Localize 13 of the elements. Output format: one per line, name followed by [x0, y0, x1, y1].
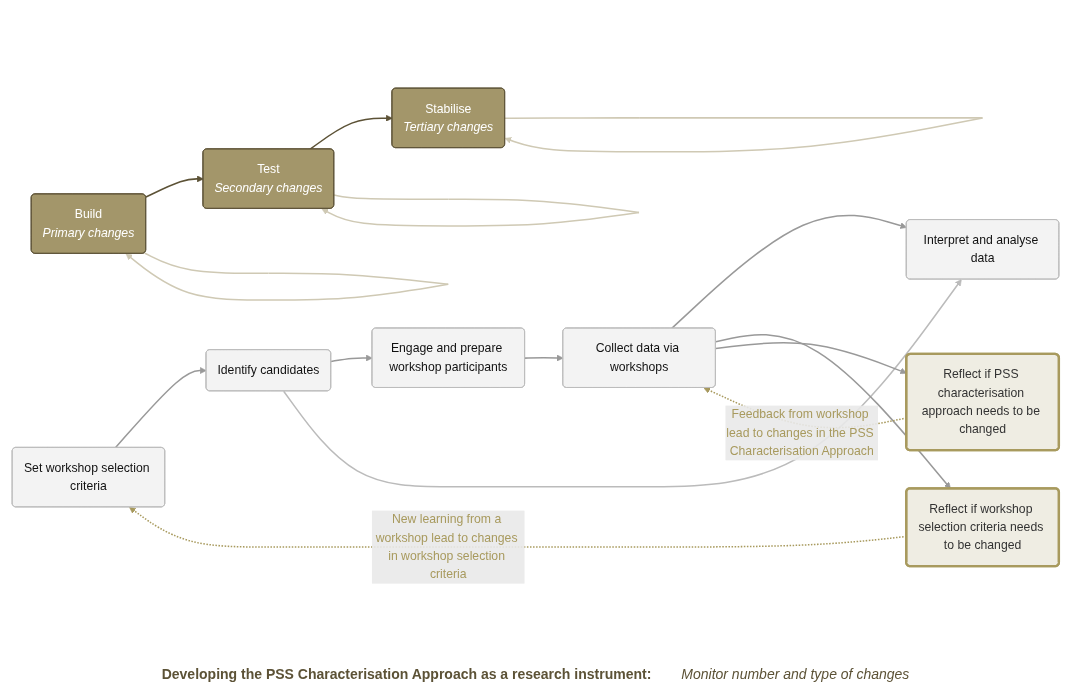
edge-label: Feedback from workshop lead to changes in the PSS Characterisation Approach [726, 407, 874, 458]
edge-label: New learning from a workshop lead to changes in workshop selection criteria [375, 512, 518, 581]
note-text: Developing the PSS Characterisation Approach as a research instrument: [161, 666, 652, 682]
arrow [145, 175, 204, 198]
arrow [715, 342, 907, 375]
arrow [524, 354, 564, 362]
arrow [504, 117, 984, 153]
arrow [670, 214, 907, 330]
arrow [321, 194, 640, 227]
arrow [330, 354, 373, 363]
arrow [125, 252, 449, 301]
note-text: Monitor number and type of changes [681, 666, 910, 682]
arrow [114, 367, 207, 449]
